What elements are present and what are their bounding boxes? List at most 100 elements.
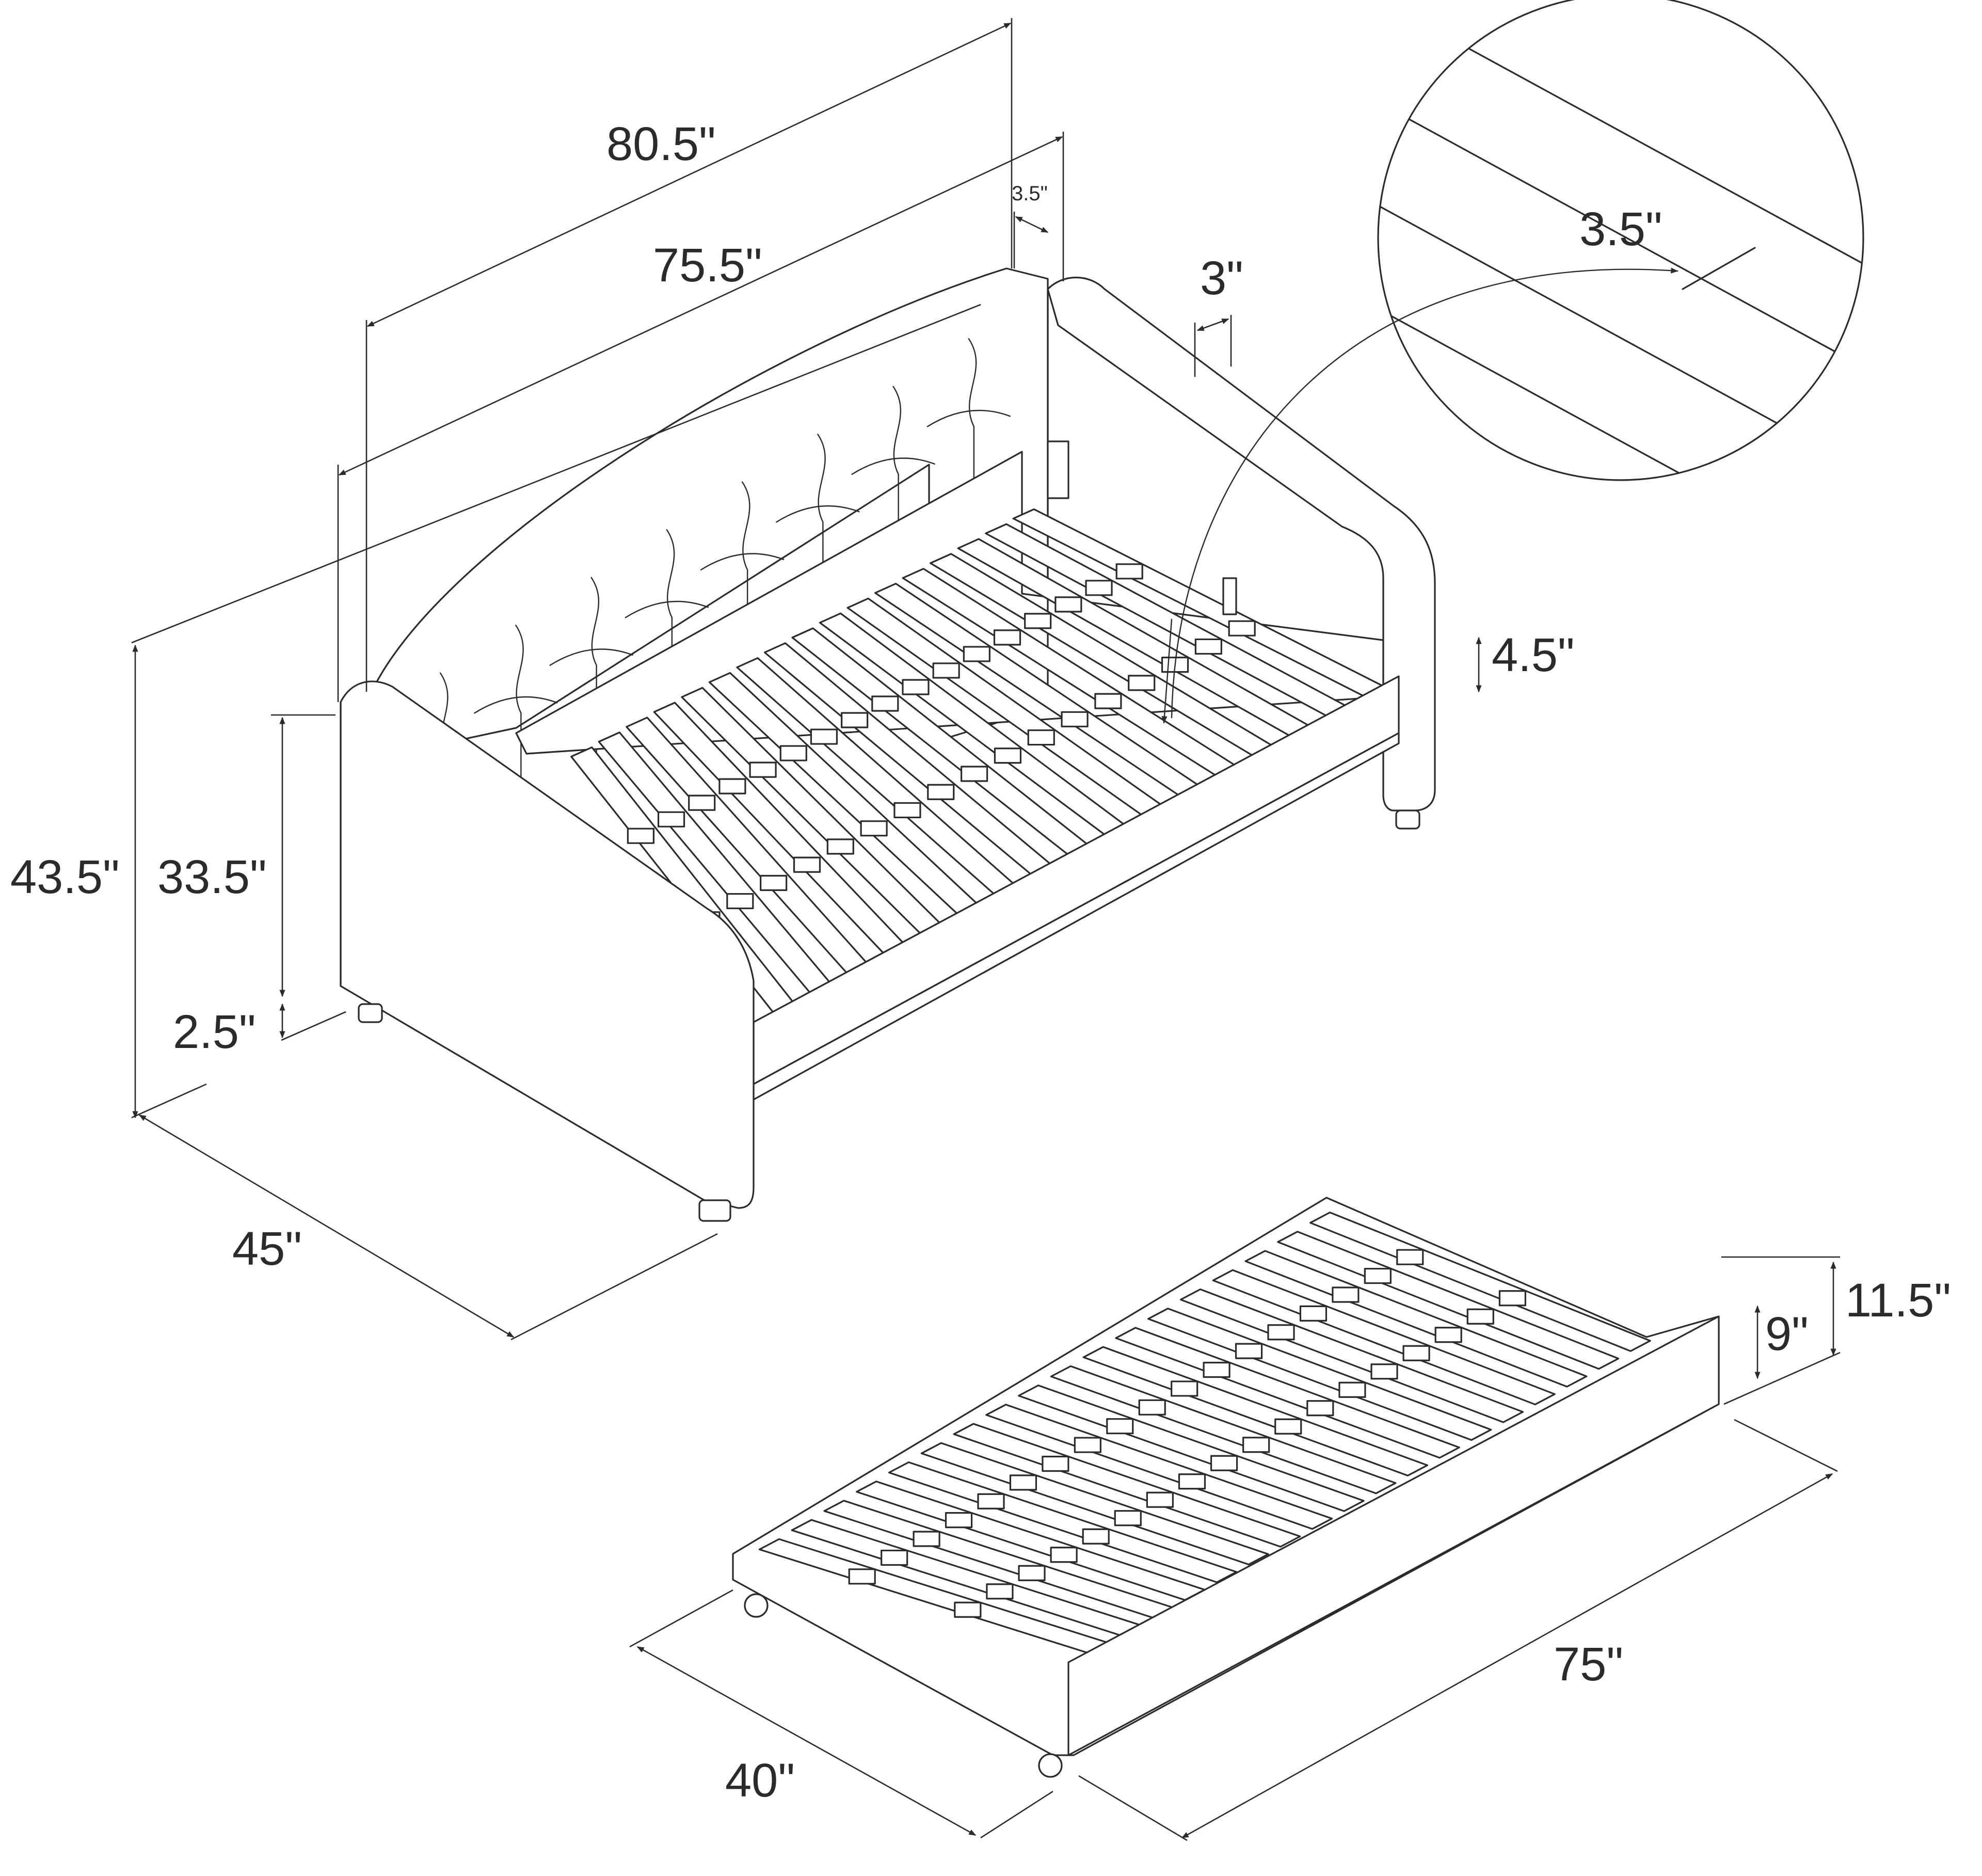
trundle-support-block bbox=[1042, 1455, 1069, 1472]
slat-support-block bbox=[932, 662, 960, 679]
label-inner-length: 75.5" bbox=[653, 239, 762, 292]
leg-back-left bbox=[358, 1003, 383, 1023]
slat-support-block bbox=[688, 794, 716, 811]
tuft-curve bbox=[474, 696, 558, 714]
slat-support-block bbox=[760, 875, 788, 891]
slat-support-block bbox=[826, 838, 854, 855]
slat-support-block bbox=[1194, 638, 1222, 655]
slat-support-block bbox=[994, 748, 1022, 764]
slat-detail-circle bbox=[1161, 0, 1864, 724]
slat-support-block bbox=[627, 828, 654, 844]
slat-support-block bbox=[1085, 580, 1113, 596]
trundle-slat bbox=[1212, 1269, 1556, 1406]
trundle-support-block bbox=[977, 1493, 1005, 1509]
slat-support-block bbox=[871, 695, 899, 712]
trundle-support-block bbox=[1396, 1249, 1424, 1265]
trundle-support-block bbox=[881, 1549, 908, 1566]
slat-support-block bbox=[902, 679, 930, 695]
tuft-curve bbox=[625, 600, 709, 618]
trundle-support-block bbox=[1267, 1324, 1295, 1341]
slat-support-block bbox=[1054, 596, 1082, 613]
label-trundle-total-height: 11.5" bbox=[1845, 1274, 1951, 1327]
trundle-slat bbox=[1147, 1308, 1492, 1441]
trundle-slat bbox=[1179, 1288, 1524, 1423]
bracket-right bbox=[1222, 577, 1237, 615]
trundle-slat bbox=[1277, 1231, 1620, 1370]
trundle-support-block bbox=[945, 1512, 973, 1529]
leg-front-right bbox=[1395, 809, 1420, 830]
slat-support-block bbox=[1115, 563, 1143, 580]
detail-leader-arrow bbox=[1171, 267, 1679, 719]
label-depth: 45" bbox=[232, 1222, 302, 1275]
label-rail-height: 4.5" bbox=[1492, 629, 1575, 681]
trundle-support-block bbox=[1242, 1437, 1270, 1453]
label-trundle-width: 40" bbox=[725, 1754, 795, 1807]
trundle-support-block bbox=[1050, 1547, 1078, 1563]
daybed-right-arm bbox=[1047, 276, 1436, 812]
trundle-support-block bbox=[1434, 1327, 1462, 1343]
slat-support-block bbox=[960, 766, 988, 782]
slat-support-block bbox=[993, 629, 1021, 646]
slat-support-block bbox=[749, 761, 777, 778]
slat-support-block bbox=[1094, 693, 1122, 709]
daybed-drawing bbox=[340, 267, 1436, 1222]
slat-support-block bbox=[779, 745, 807, 761]
daybed-front-rail bbox=[753, 675, 1400, 1085]
tuft-curve bbox=[776, 505, 860, 523]
tuft-seam bbox=[666, 529, 675, 709]
slat-support-block bbox=[1228, 620, 1256, 637]
trundle-support-block bbox=[1171, 1380, 1198, 1397]
dimension-lines bbox=[131, 18, 1841, 1841]
trundle-support-block bbox=[1332, 1286, 1360, 1303]
label-arm-height: 33.5" bbox=[157, 851, 267, 903]
trundle-wheel-left bbox=[744, 1593, 769, 1618]
trundle-support-block bbox=[1466, 1308, 1494, 1325]
trundle-support-block bbox=[1074, 1437, 1101, 1453]
slat-support-block bbox=[726, 893, 754, 910]
trundle-support-block bbox=[1114, 1510, 1142, 1527]
trundle-support-block bbox=[1018, 1565, 1046, 1581]
trundle-support-block bbox=[1146, 1491, 1174, 1508]
daybed-slats bbox=[570, 508, 1387, 1019]
trundle-support-block bbox=[1106, 1418, 1134, 1435]
trundle-support-block bbox=[1306, 1400, 1334, 1417]
trundle-support-block bbox=[1274, 1418, 1302, 1435]
tuft-seam bbox=[515, 625, 524, 815]
slat-support-block bbox=[793, 856, 821, 873]
slat-support-block bbox=[1128, 675, 1156, 691]
slat-support-block bbox=[657, 811, 685, 828]
label-trundle-length: 75" bbox=[1554, 1638, 1623, 1691]
daybed-left-arm bbox=[340, 680, 755, 1209]
slat-support-block bbox=[927, 784, 955, 800]
slat-support-block bbox=[893, 802, 921, 819]
slat-support-block bbox=[810, 728, 838, 745]
tuft-seam bbox=[590, 577, 600, 761]
trundle-support-block bbox=[1402, 1345, 1430, 1361]
trundle-support-block bbox=[1235, 1343, 1263, 1359]
trundle-support-block bbox=[848, 1568, 876, 1585]
trundle-slat bbox=[1115, 1327, 1460, 1459]
slat-support-block bbox=[1061, 711, 1089, 727]
slat-support-block bbox=[860, 820, 888, 837]
trundle-support-block bbox=[1338, 1381, 1366, 1398]
tuft-curve bbox=[700, 553, 785, 570]
trundle-support-block bbox=[986, 1583, 1014, 1600]
label-frame-rail: 3" bbox=[1200, 252, 1243, 305]
slat-support-block bbox=[1027, 729, 1055, 746]
label-overall-height: 43.5" bbox=[10, 851, 120, 903]
trundle-slat bbox=[1244, 1250, 1588, 1388]
bracket-back bbox=[1047, 440, 1069, 499]
label-slat-width: 3.5" bbox=[1579, 203, 1663, 256]
trundle-support-block bbox=[1299, 1305, 1328, 1322]
trundle-support-block bbox=[1498, 1290, 1526, 1307]
trundle-support-block bbox=[1082, 1528, 1110, 1545]
trundle-support-block bbox=[1138, 1399, 1166, 1416]
trundle-support-block bbox=[1178, 1473, 1206, 1490]
tuft-seam bbox=[741, 481, 750, 656]
trundle-support-block bbox=[1210, 1455, 1238, 1471]
tuft-curve bbox=[549, 648, 633, 666]
trundle-support-block bbox=[954, 1601, 982, 1618]
label-trundle-panel-height: 9" bbox=[1765, 1308, 1809, 1360]
trundle-support-block bbox=[913, 1531, 940, 1547]
